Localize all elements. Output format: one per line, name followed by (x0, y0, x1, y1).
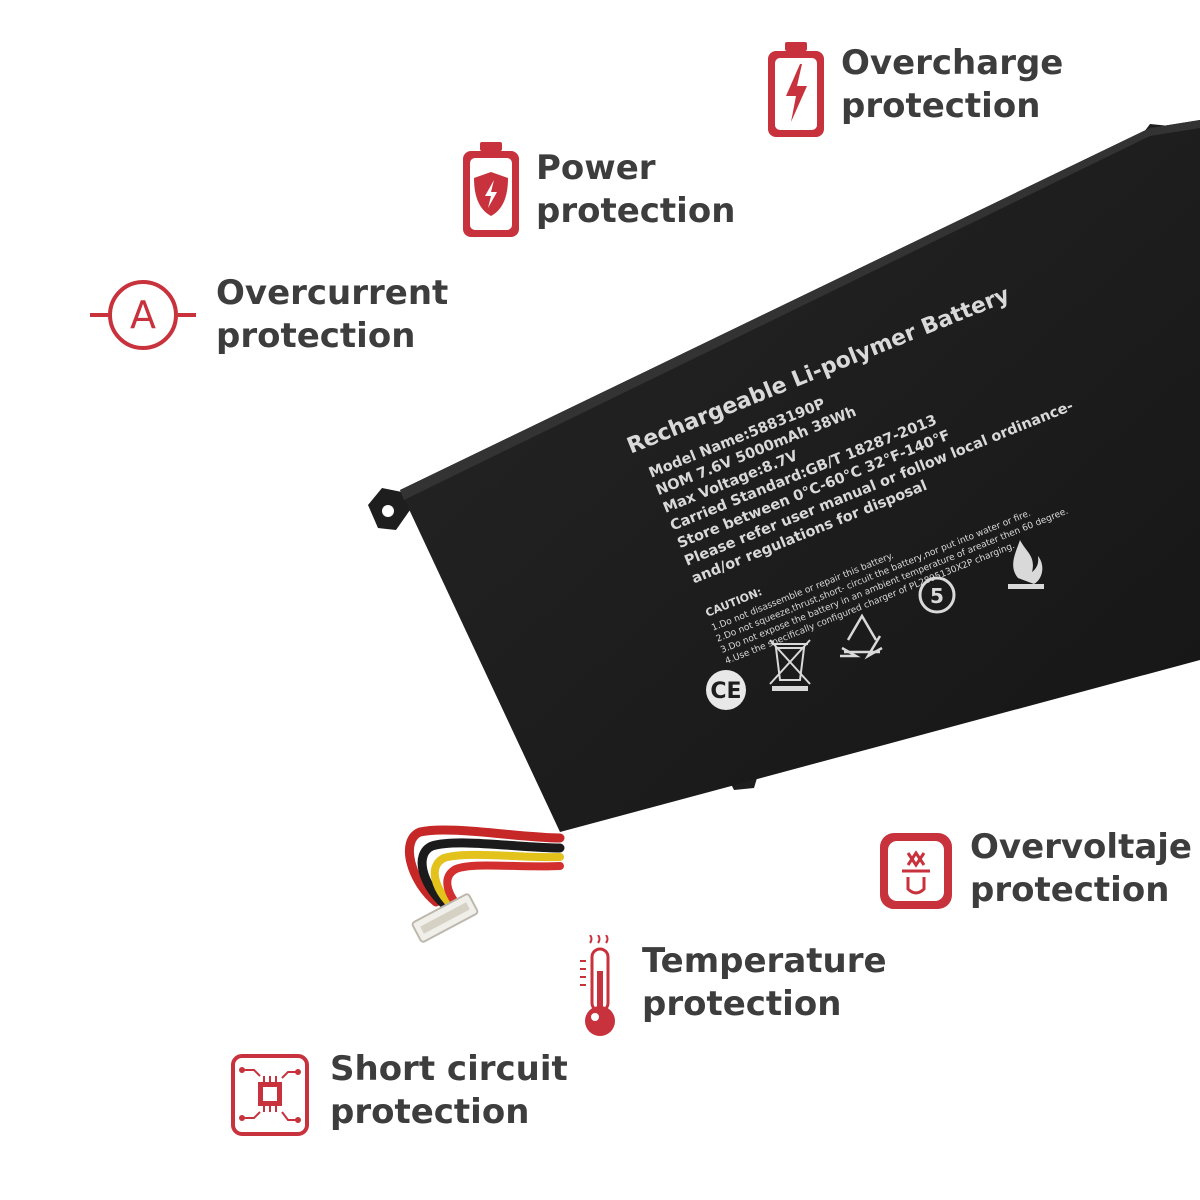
feature-line: protection (970, 870, 1170, 910)
feature-line: Power (536, 148, 656, 188)
crossed-bin-icon (769, 639, 811, 691)
feature-line: Temperature (642, 941, 887, 981)
recycle-5-icon: 5 (918, 576, 956, 614)
feature-power: Power protection (460, 140, 735, 240)
feature-line: protection (841, 86, 1041, 126)
battery-pack-body (400, 120, 1200, 832)
feature-line: Overcurrent (216, 273, 449, 313)
feature-line: Overvoltaje (970, 827, 1192, 867)
feature-line: protection (642, 984, 842, 1024)
feature-temperature: Temperature protection (578, 935, 887, 1039)
ce-mark-icon: CE (706, 670, 746, 710)
voltage-icon (880, 833, 952, 909)
circuit-chip-icon (231, 1054, 309, 1136)
thermometer-icon (580, 935, 615, 1036)
mounting-tab-left (368, 488, 410, 530)
battery-bolt-icon (768, 42, 824, 137)
recycle-icon (840, 613, 883, 660)
recycle-number: 5 (930, 584, 944, 608)
feature-overvoltage: Overvoltaje protection (878, 827, 1192, 912)
feature-line: Short circuit (330, 1049, 568, 1089)
battery-shield-icon (463, 142, 519, 237)
feature-line: Overcharge (841, 43, 1064, 83)
flammable-icon (1008, 540, 1044, 589)
feature-overcharge: Overcharge protection (765, 40, 1063, 140)
feature-line: protection (536, 191, 736, 231)
feature-line: protection (330, 1092, 530, 1132)
svg-text:A: A (130, 293, 156, 337)
wire-harness (405, 825, 565, 912)
ce-mark-text: CE (710, 679, 741, 704)
feature-short-circuit: Short circuit protection (230, 1049, 568, 1138)
feature-overcurrent: A Overcurrent protection (88, 270, 448, 360)
feature-line: protection (216, 316, 416, 356)
wire-connector (411, 893, 479, 943)
ampere-icon: A (90, 280, 196, 350)
